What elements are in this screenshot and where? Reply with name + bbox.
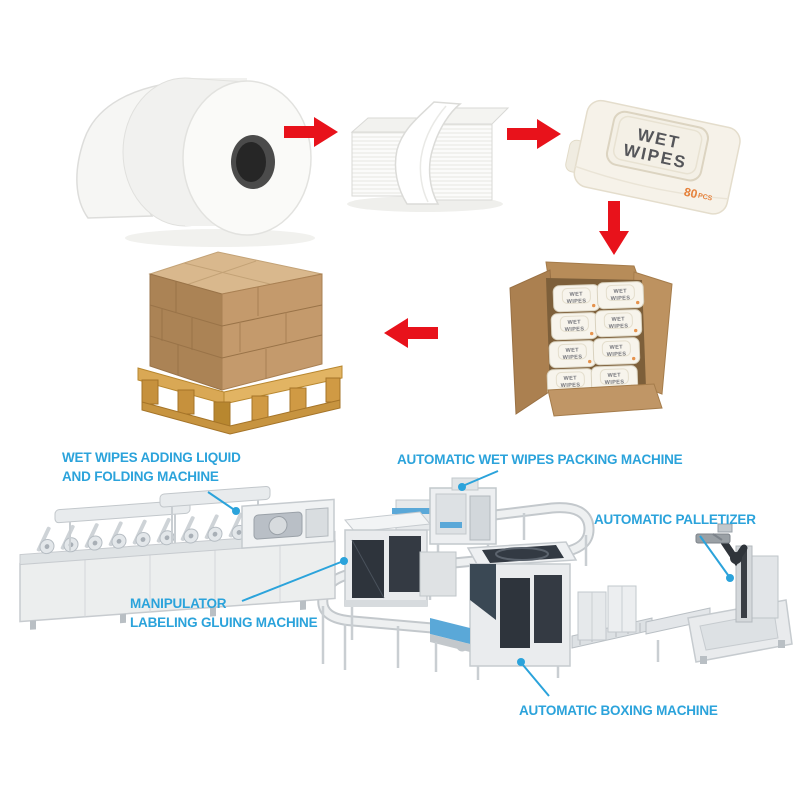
callout-line-packing	[464, 470, 499, 486]
label-boxing-line1: AUTOMATIC BOXING MACHINE	[519, 703, 718, 718]
callout-line-manipulator	[241, 561, 342, 602]
box-pack	[552, 283, 601, 313]
label-packing-line1: AUTOMATIC WET WIPES PACKING MACHINE	[397, 452, 683, 467]
label-manipulator-line2: LABELING GLUING MACHINE	[130, 614, 318, 630]
label-folding-line2: AND FOLDING MACHINE	[62, 468, 219, 484]
callout-line-folding	[207, 491, 234, 510]
arrow-carton-to-pallet	[384, 318, 438, 348]
callout-dot-boxing	[517, 658, 525, 666]
jumbo-roll-illustration	[76, 77, 315, 247]
label-palletizer-line1: AUTOMATIC PALLETIZER	[594, 512, 756, 527]
label-manipulator-machine: MANIPULATOR LABELING GLUING MACHINE	[130, 595, 318, 632]
callout-line-boxing	[522, 664, 550, 697]
box-pack	[592, 336, 641, 366]
open-carton-illustration	[509, 261, 673, 417]
callout-dot-packing	[458, 483, 466, 491]
callout-dot-manipulator	[340, 557, 348, 565]
label-folding-machine: WET WIPES ADDING LIQUID AND FOLDING MACH…	[62, 449, 241, 486]
label-manipulator-line1: MANIPULATOR	[130, 596, 227, 611]
arrow-folded-to-pack	[507, 119, 561, 149]
label-boxing-machine: AUTOMATIC BOXING MACHINE	[519, 702, 718, 721]
label-packing-machine: AUTOMATIC WET WIPES PACKING MACHINE	[397, 451, 683, 470]
wet-wipes-pack-illustration: WET WIPES 80PCS	[565, 99, 741, 215]
boxing-machine	[419, 541, 578, 680]
folded-wipes-illustration	[347, 101, 510, 212]
box-pack	[594, 308, 643, 338]
label-folding-line1: WET WIPES ADDING LIQUID	[62, 450, 241, 465]
pallet-illustration	[137, 251, 343, 435]
manipulator-machine	[344, 511, 431, 607]
box-pack	[596, 280, 645, 310]
callout-dot-palletizer	[726, 574, 734, 582]
pack-count: 80PCS	[683, 185, 714, 205]
box-pack	[550, 311, 599, 341]
callout-line-palletizer	[699, 535, 729, 576]
box-pack	[548, 339, 597, 369]
label-palletizer: AUTOMATIC PALLETIZER	[594, 511, 756, 530]
folding-machine	[19, 485, 336, 630]
palletizer-machine	[687, 523, 793, 664]
callouts	[207, 470, 734, 697]
callout-dot-folding	[232, 507, 240, 515]
arrow-pack-to-carton	[599, 201, 629, 255]
